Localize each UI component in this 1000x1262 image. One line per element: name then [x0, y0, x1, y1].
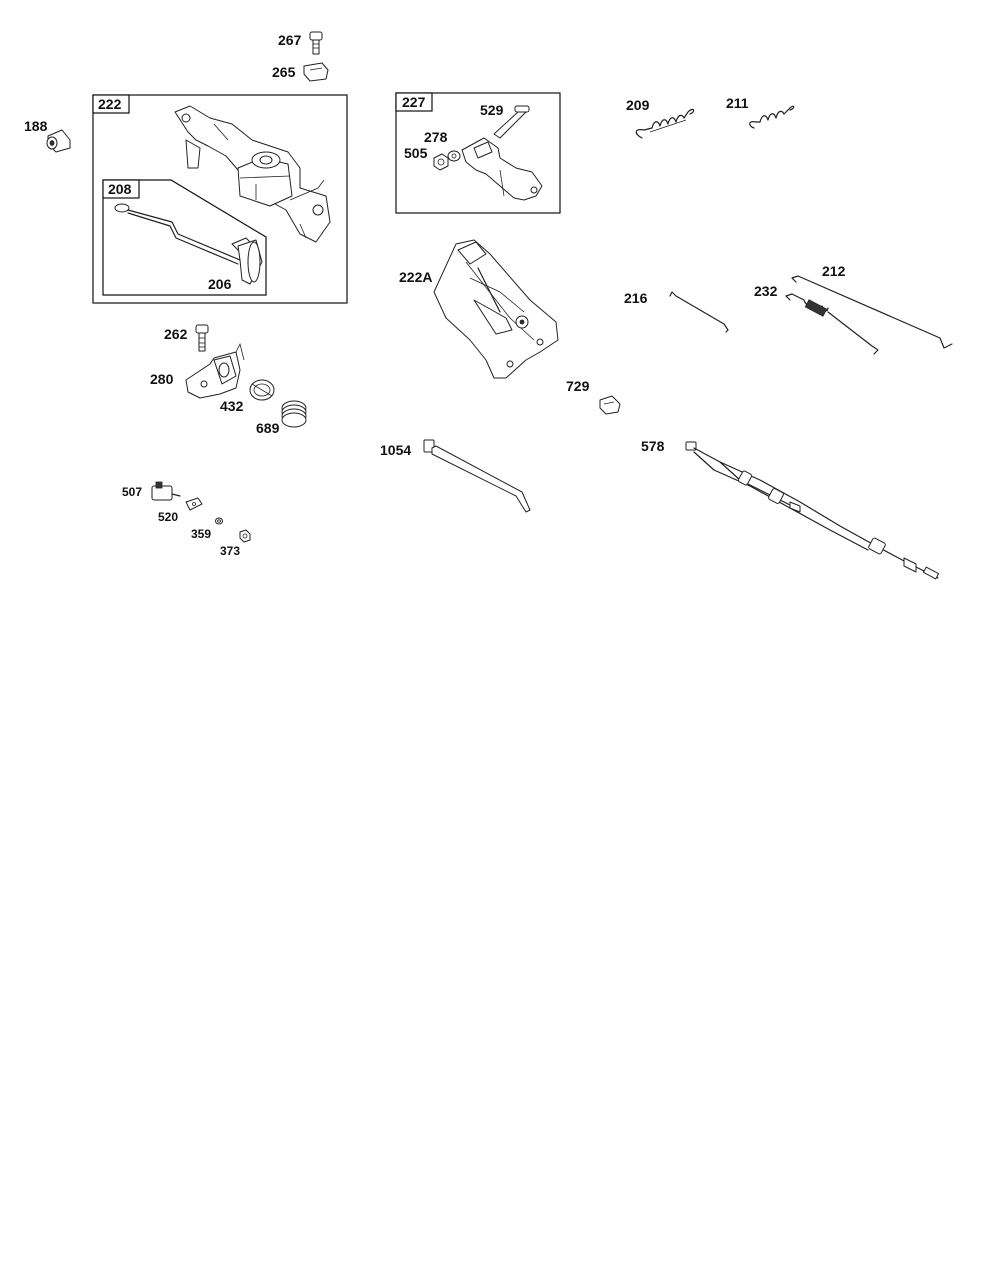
part-216-link[interactable]	[669, 291, 729, 333]
part-278-washer[interactable]	[447, 150, 461, 162]
part-188-bushing[interactable]	[46, 129, 71, 153]
part-520-terminal[interactable]	[185, 497, 203, 511]
label-265: 265	[272, 64, 296, 80]
part-373-nut[interactable]	[239, 529, 251, 543]
part-1054-cable-tie[interactable]	[423, 439, 531, 513]
part-222-control-bracket[interactable]	[174, 105, 331, 243]
label-267: 267	[278, 32, 302, 48]
label-262: 262	[164, 326, 188, 342]
assembly-box-222	[92, 94, 348, 304]
label-212: 212	[822, 263, 846, 279]
label-507: 507	[122, 485, 142, 499]
part-689-spring[interactable]	[281, 400, 307, 428]
part-265-clip[interactable]	[303, 62, 329, 82]
label-373: 373	[220, 544, 240, 558]
part-578-wire-harness[interactable]	[685, 441, 940, 580]
part-267-screw[interactable]	[309, 31, 323, 55]
part-212-rod[interactable]	[791, 275, 953, 349]
part-262-screw[interactable]	[195, 324, 209, 352]
part-208-link-rod[interactable]	[114, 203, 241, 265]
label-359: 359	[191, 527, 211, 541]
part-206-knob[interactable]	[231, 237, 263, 285]
label-222a: 222A	[399, 269, 432, 285]
label-520: 520	[158, 510, 178, 524]
assembly-box-227	[395, 92, 561, 214]
part-280-bracket[interactable]	[185, 342, 245, 399]
label-278: 278	[424, 129, 448, 145]
part-222a-control-plate[interactable]	[433, 239, 559, 379]
part-529-pin[interactable]	[493, 105, 530, 139]
part-227-bracket[interactable]	[461, 137, 543, 201]
label-206: 206	[208, 276, 232, 292]
part-507-switch[interactable]	[151, 481, 181, 501]
label-211: 211	[726, 95, 749, 111]
label-578: 578	[641, 438, 665, 454]
label-208: 208	[108, 181, 132, 197]
part-211-spring[interactable]	[749, 105, 795, 129]
part-232-spring-rod[interactable]	[785, 293, 879, 355]
part-505-nut[interactable]	[433, 153, 449, 171]
label-232: 232	[754, 283, 778, 299]
part-432-ring[interactable]	[249, 379, 275, 401]
part-729-clip[interactable]	[599, 395, 621, 415]
label-729: 729	[566, 378, 590, 394]
label-1054: 1054	[380, 442, 411, 458]
label-227: 227	[402, 94, 426, 110]
label-216: 216	[624, 290, 648, 306]
label-529: 529	[480, 102, 504, 118]
label-222: 222	[98, 96, 122, 112]
label-432: 432	[220, 398, 244, 414]
label-209: 209	[626, 97, 650, 113]
label-505: 505	[404, 145, 428, 161]
part-209-spring[interactable]	[635, 108, 695, 139]
part-359-washer[interactable]	[215, 517, 223, 525]
label-689: 689	[256, 420, 280, 436]
assembly-box-208	[102, 179, 267, 296]
label-188: 188	[24, 118, 48, 134]
label-280: 280	[150, 371, 174, 387]
